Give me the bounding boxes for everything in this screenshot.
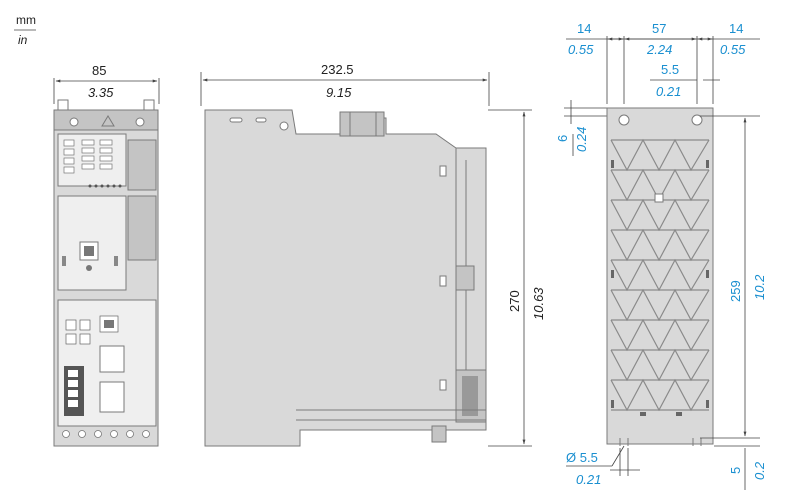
side-depth-in: 9.15 <box>326 85 352 100</box>
side-view: 232.5 9.15 270 10.63 <box>200 62 546 447</box>
front-width-mm: 85 <box>92 63 106 78</box>
mount-hole-offset-mm: 5.5 <box>661 62 679 77</box>
mount-bottom-margin-in: 0.2 <box>752 461 767 480</box>
mount-hole-vertical-spacing-mm: 259 <box>728 280 743 302</box>
units-mm-label: mm <box>16 13 36 27</box>
units-in-label: in <box>18 33 28 47</box>
mount-bottom-margin-mm: 5 <box>728 467 743 474</box>
side-height-mm: 270 <box>507 290 522 312</box>
front-width-in: 3.35 <box>88 85 114 100</box>
front-view: 85 3.35 <box>53 63 160 447</box>
mount-hole-diameter-in: 0.21 <box>576 472 601 487</box>
mount-right-margin-mm: 14 <box>729 21 743 36</box>
mounting-view: 14 0.55 57 2.24 14 0.55 5.5 0.21 6 0.24 <box>555 21 767 490</box>
side-height-in: 10.63 <box>531 287 546 320</box>
mount-left-margin-in: 0.55 <box>568 42 594 57</box>
mount-hole-spacing-in: 2.24 <box>646 42 672 57</box>
mount-hole-vertical-spacing-in: 10.2 <box>752 274 767 300</box>
mount-top-margin-mm: 6 <box>555 135 570 142</box>
units-legend: mm in <box>14 13 36 47</box>
side-depth-mm: 232.5 <box>321 62 354 77</box>
mount-right-margin-in: 0.55 <box>720 42 746 57</box>
mount-hole-diameter-mm: Ø 5.5 <box>566 450 598 465</box>
mount-hole-offset-in: 0.21 <box>656 84 681 99</box>
mount-top-margin-in: 0.24 <box>574 127 589 152</box>
mount-left-margin-mm: 14 <box>577 21 591 36</box>
mount-hole-spacing-mm: 57 <box>652 21 666 36</box>
